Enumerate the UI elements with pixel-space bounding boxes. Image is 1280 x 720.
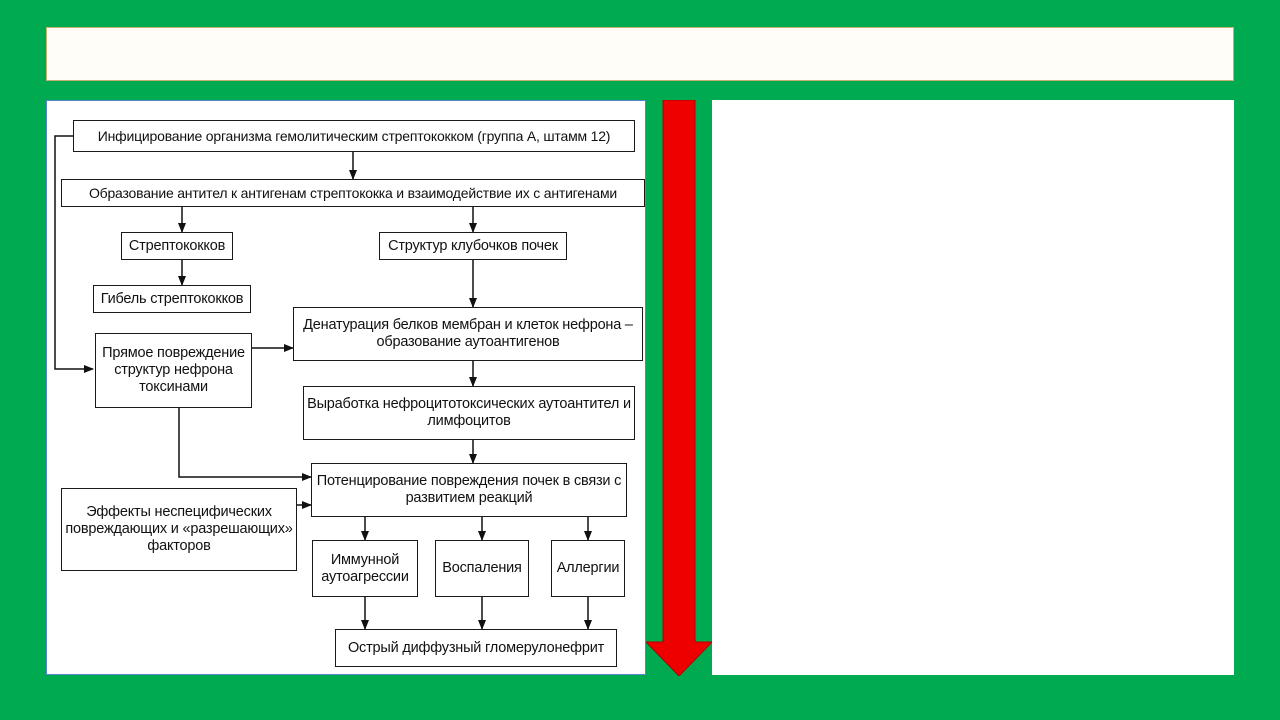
node-glomerulonephritis: Острый диффузный гломерулонефрит: [335, 629, 617, 667]
node-streptococci: Стрептококков: [121, 232, 233, 260]
node-denaturation: Денатурация белков мембран и клеток нефр…: [293, 307, 643, 361]
arrow-infection-direct-damage: [54, 135, 94, 373]
node-immune: Иммунной аутоагрессии: [312, 540, 418, 597]
diagram-connectors: [54, 135, 592, 630]
node-strep-death: Гибель стрептококков: [93, 285, 251, 313]
node-infection: Инфицирование организма гемолитическим с…: [73, 120, 635, 152]
node-nonspecific: Эффекты неспецифических повреждающих и «…: [61, 488, 297, 571]
right-blank-panel: [712, 100, 1234, 675]
node-kidney-structures: Структур клубочков почек: [379, 232, 567, 260]
arrow-direct-potentiation: [178, 408, 312, 481]
node-inflammation: Воспаления: [435, 540, 529, 597]
down-arrow-icon: [644, 99, 714, 677]
node-direct-damage: Прямое повреждение структур нефрона токс…: [95, 333, 252, 408]
node-potentiation: Потенцирование повреждения почек в связи…: [311, 463, 627, 517]
node-production: Выработка нефроцитотоксических аутоантит…: [303, 386, 635, 440]
slide-title-bar: [46, 27, 1234, 81]
pathogenesis-diagram: Инфицирование организма гемолитическим с…: [46, 100, 646, 675]
node-allergy: Аллергии: [551, 540, 625, 597]
node-antibodies: Образование антител к антигенам стрепток…: [61, 179, 645, 207]
red-down-arrow: [644, 99, 714, 677]
